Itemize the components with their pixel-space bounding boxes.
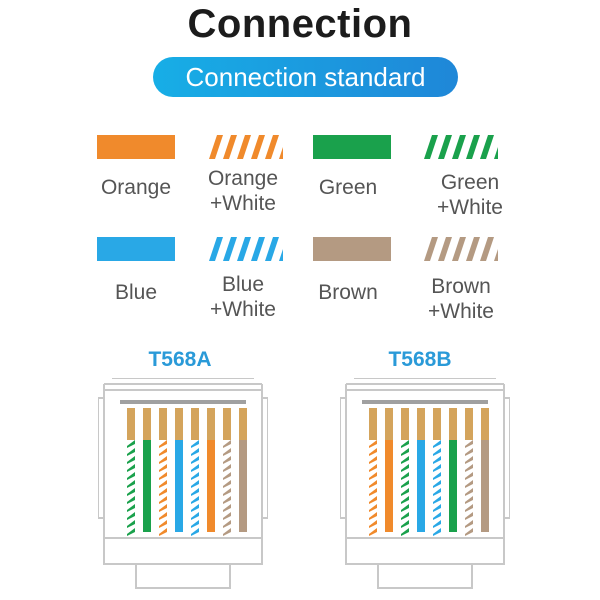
wire-2 bbox=[385, 440, 393, 532]
gold-contact bbox=[465, 408, 473, 440]
gold-contact bbox=[433, 408, 441, 440]
wire-3 bbox=[159, 440, 167, 536]
swatch-graphic bbox=[209, 135, 283, 159]
swatch-graphic bbox=[97, 237, 175, 261]
swatch-graphic bbox=[424, 237, 498, 261]
gold-contact bbox=[207, 408, 215, 440]
gold-contact bbox=[239, 408, 247, 440]
swatch-green bbox=[313, 135, 391, 159]
swatch-orange-white bbox=[205, 135, 283, 159]
wire-7 bbox=[223, 440, 231, 536]
standard-label-t568b: T568B bbox=[388, 348, 452, 371]
swatch-blue-white bbox=[205, 237, 283, 261]
connector-t568a bbox=[97, 377, 269, 598]
wire-5 bbox=[191, 440, 199, 536]
legend-label-orange-white: Orange +White bbox=[207, 167, 279, 215]
legend-label-blue-white: Blue +White bbox=[210, 273, 276, 321]
gold-contact bbox=[449, 408, 457, 440]
wire-1 bbox=[369, 440, 377, 536]
rj45-plug-graphic bbox=[339, 377, 511, 589]
legend-label-brown: Brown bbox=[318, 281, 378, 304]
legend-label-green-white: Green +White bbox=[437, 171, 503, 219]
legend-label-green: Green bbox=[318, 176, 378, 199]
gold-contact bbox=[417, 408, 425, 440]
wire-6 bbox=[207, 440, 215, 532]
legend-label-blue: Blue bbox=[114, 281, 158, 304]
gold-contact bbox=[385, 408, 393, 440]
swatch-brown-white bbox=[420, 237, 498, 261]
wire-2 bbox=[143, 440, 151, 532]
wire-1 bbox=[127, 440, 135, 536]
swatch-graphic bbox=[209, 237, 283, 261]
swatch-blue bbox=[97, 237, 175, 261]
swatch-orange bbox=[97, 135, 175, 159]
wire-5 bbox=[433, 440, 441, 536]
page-title: Connection bbox=[187, 2, 413, 46]
wire-4 bbox=[175, 440, 183, 532]
gold-contact bbox=[143, 408, 151, 440]
wire-8 bbox=[481, 440, 489, 532]
gold-contact bbox=[127, 408, 135, 440]
connection-standard-banner: Connection standard bbox=[153, 57, 458, 97]
gold-contact bbox=[481, 408, 489, 440]
swatch-brown bbox=[313, 237, 391, 261]
gold-contact bbox=[401, 408, 409, 440]
connector-t568b bbox=[339, 377, 511, 598]
wire-7 bbox=[465, 440, 473, 536]
gold-contact bbox=[191, 408, 199, 440]
wire-8 bbox=[239, 440, 247, 532]
wire-6 bbox=[449, 440, 457, 532]
standard-label-t568a: T568A bbox=[148, 348, 212, 371]
wire-3 bbox=[401, 440, 409, 536]
wire-4 bbox=[417, 440, 425, 532]
legend-label-orange: Orange bbox=[100, 176, 172, 199]
swatch-graphic bbox=[97, 135, 175, 159]
gold-contact bbox=[175, 408, 183, 440]
swatch-graphic bbox=[313, 237, 391, 261]
gold-contact bbox=[369, 408, 377, 440]
rj45-plug-graphic bbox=[97, 377, 269, 589]
swatch-green-white bbox=[420, 135, 498, 159]
gold-contact bbox=[223, 408, 231, 440]
swatch-graphic bbox=[424, 135, 498, 159]
gold-contact bbox=[159, 408, 167, 440]
legend-label-brown-white: Brown +White bbox=[428, 275, 494, 323]
swatch-graphic bbox=[313, 135, 391, 159]
